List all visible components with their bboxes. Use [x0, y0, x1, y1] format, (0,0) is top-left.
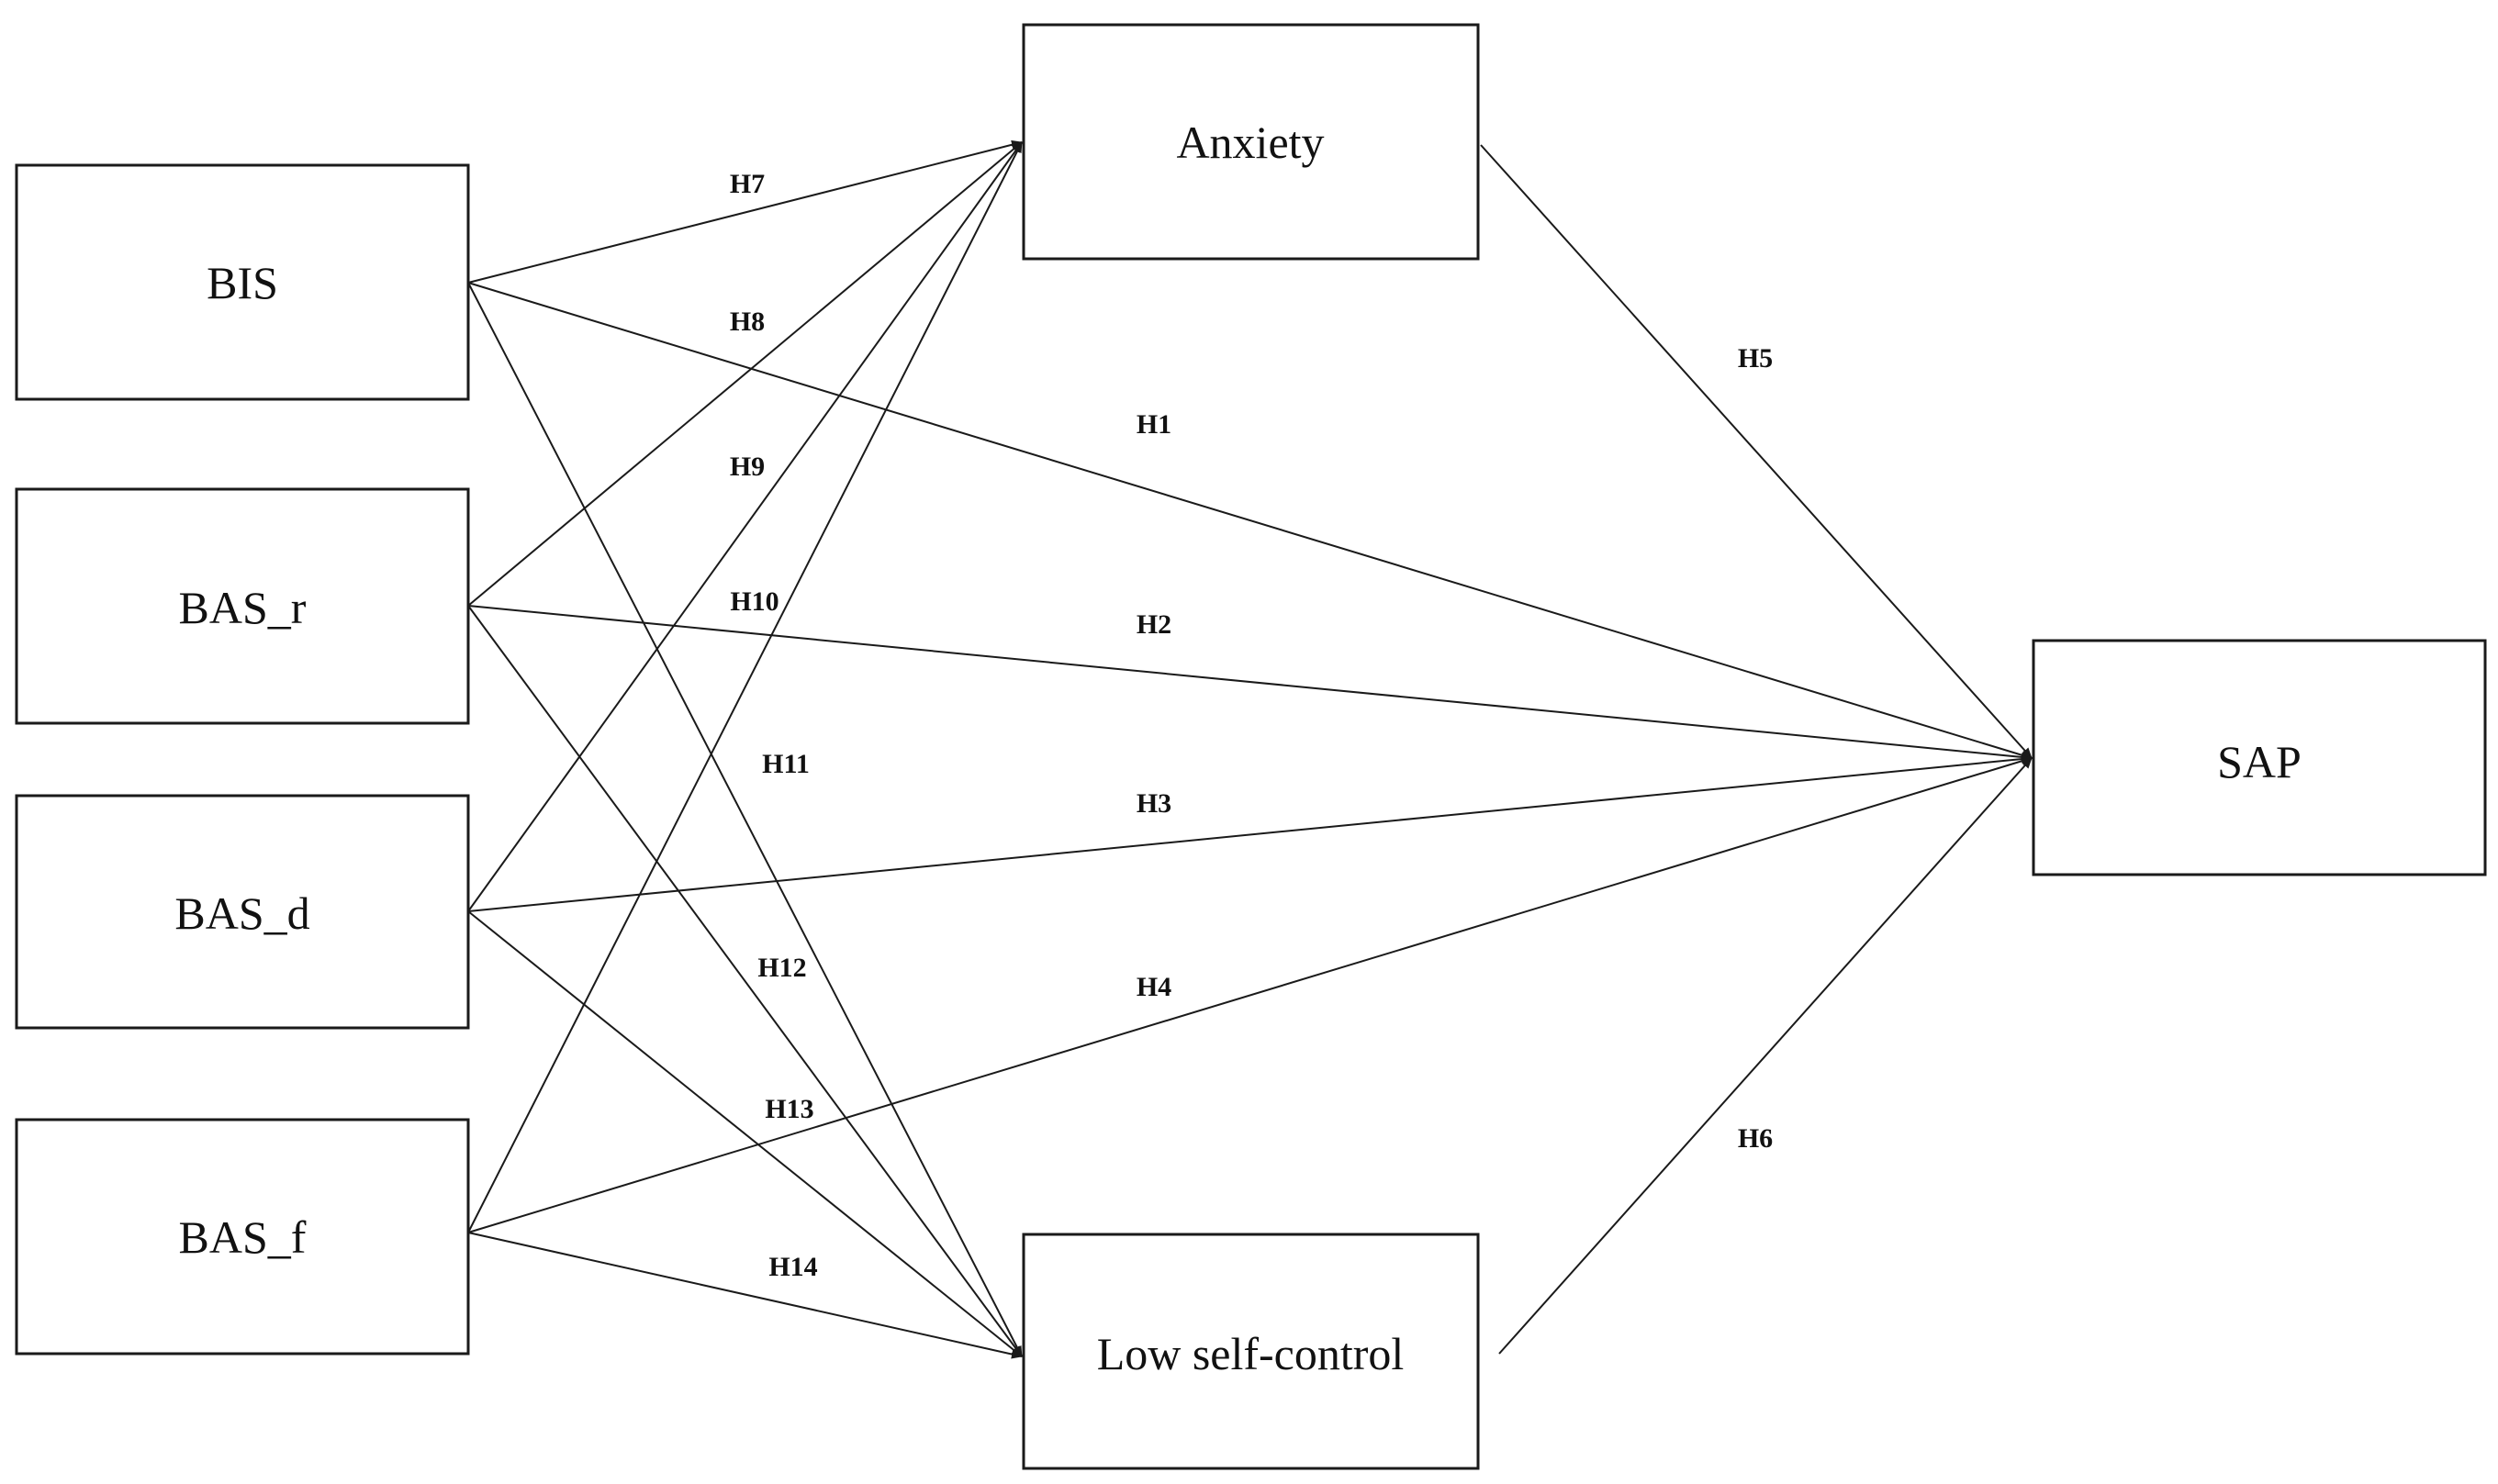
node-bas-r: BAS_r [15, 487, 470, 725]
node-low-self-control-label: Low self-control [1097, 1328, 1405, 1379]
edge-bas-f-low-self-control [467, 1232, 1023, 1359]
label-h5: H5 [1738, 343, 1773, 374]
node-bis: BIS [15, 163, 470, 401]
node-low-self-control: Low self-control [1022, 1233, 1480, 1470]
label-h2: H2 [1137, 609, 1171, 640]
node-bis-label: BIS [207, 257, 278, 308]
label-h6: H6 [1738, 1123, 1773, 1154]
node-anxiety-label: Anxiety [1176, 117, 1324, 168]
node-bas-d-label: BAS_d [174, 887, 309, 939]
edge-bis-sap [467, 282, 2033, 760]
edge-bas-r-sap [467, 605, 2033, 762]
node-anxiety: Anxiety [1022, 23, 1480, 261]
edge-bas-d-sap [467, 754, 2033, 912]
node-bas-r-label: BAS_r [179, 582, 307, 633]
edge-bas-d-anxiety [467, 141, 1023, 912]
node-bas-f: BAS_f [15, 1118, 470, 1356]
edge-bis-anxiety [467, 139, 1023, 284]
node-sap-label: SAP [2217, 736, 2302, 787]
label-h8: H8 [730, 307, 765, 337]
edge-anxiety-sap [1480, 144, 2033, 759]
edge-bas-r-low-self-control [467, 605, 1023, 1357]
edge-bas-f-anxiety [467, 141, 1023, 1233]
label-h9: H9 [730, 452, 765, 482]
label-h7: H7 [730, 169, 765, 199]
label-h12: H12 [757, 953, 806, 983]
label-h4: H4 [1137, 972, 1171, 1002]
label-h10: H10 [730, 586, 779, 617]
label-h14: H14 [768, 1252, 817, 1282]
edge-low-self-control-sap [1498, 757, 2033, 1355]
edge-bas-f-sap [467, 756, 2033, 1233]
label-h11: H11 [762, 749, 810, 779]
edge-bas-r-anxiety [467, 141, 1023, 607]
label-h13: H13 [765, 1094, 813, 1124]
node-sap: SAP [2032, 639, 2487, 876]
edge-bas-d-low-self-control [467, 910, 1023, 1357]
node-bas-f-label: BAS_f [179, 1211, 307, 1263]
label-h1: H1 [1137, 409, 1171, 440]
node-bas-d: BAS_d [15, 794, 470, 1030]
edge-bis-low-self-control [467, 282, 1023, 1357]
label-h3: H3 [1137, 788, 1171, 819]
